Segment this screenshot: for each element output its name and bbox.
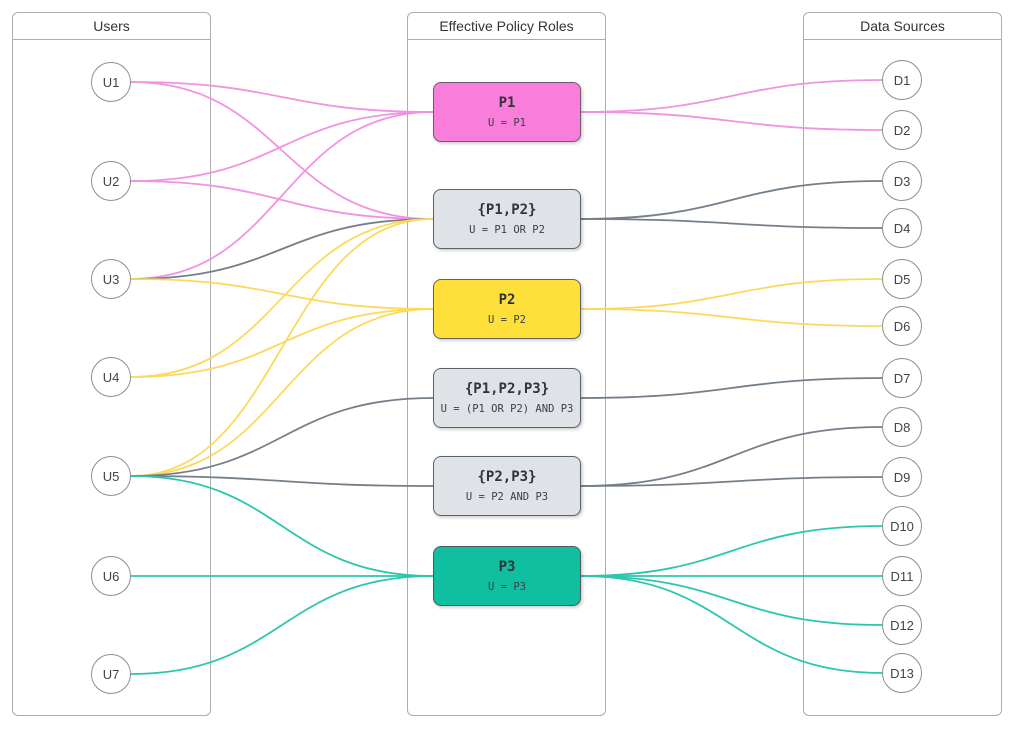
edge-u1-p1[interactable] <box>130 81 434 113</box>
user-node-label: U3 <box>102 271 120 287</box>
role-node-expression: U = P2 AND P3 <box>465 490 549 503</box>
role-node-label: {P1,P2} <box>477 201 537 218</box>
source-node-label: D12 <box>890 617 914 633</box>
role-node-p2[interactable]: P2 U = P2 <box>433 279 581 339</box>
role-node-p2p3[interactable]: {P2,P3} U = P2 AND P3 <box>433 456 581 516</box>
edge-u2-p1[interactable] <box>130 111 434 182</box>
source-node-d12[interactable]: D12 <box>882 605 922 645</box>
edge-u5-p2[interactable] <box>130 308 434 477</box>
edge-p1-d1[interactable] <box>580 79 883 113</box>
source-node-d9[interactable]: D9 <box>882 457 922 497</box>
user-node-u6[interactable]: U6 <box>91 556 131 596</box>
user-node-label: U1 <box>102 74 120 90</box>
source-node-label: D5 <box>893 271 911 287</box>
user-node-u2[interactable]: U2 <box>91 161 131 201</box>
user-node-u5[interactable]: U5 <box>91 456 131 496</box>
edge-p3-d10[interactable] <box>580 525 883 577</box>
edge-u4-p2[interactable] <box>130 308 434 378</box>
source-node-d7[interactable]: D7 <box>882 358 922 398</box>
edge-p1p2p3-d7[interactable] <box>580 377 883 399</box>
source-node-d5[interactable]: D5 <box>882 259 922 299</box>
source-node-label: D4 <box>893 220 911 236</box>
user-node-label: U4 <box>102 369 120 385</box>
source-node-d11[interactable]: D11 <box>882 556 922 596</box>
source-node-label: D6 <box>893 318 911 334</box>
role-node-expression: U = (P1 OR P2) AND P3 <box>440 402 574 415</box>
role-node-label: {P2,P3} <box>477 468 537 485</box>
user-node-label: U2 <box>102 173 120 189</box>
source-node-label: D11 <box>890 568 914 584</box>
edge-p3-d13[interactable] <box>580 575 883 674</box>
source-node-d1[interactable]: D1 <box>882 60 922 100</box>
edge-p1-d2[interactable] <box>580 111 883 131</box>
role-node-expression: U = P3 <box>488 580 526 593</box>
source-node-d3[interactable]: D3 <box>882 161 922 201</box>
source-node-d8[interactable]: D8 <box>882 407 922 447</box>
edge-p1p2-d3[interactable] <box>580 180 883 220</box>
role-node-expression: U = P2 <box>488 313 526 326</box>
edge-u5-p1p2p3[interactable] <box>130 397 434 477</box>
edge-p2-d6[interactable] <box>580 308 883 327</box>
source-node-label: D2 <box>893 122 911 138</box>
role-node-expression: U = P1 OR P2 <box>469 223 545 236</box>
role-node-p1p2[interactable]: {P1,P2} U = P1 OR P2 <box>433 189 581 249</box>
user-node-label: U7 <box>102 666 120 682</box>
sources-panel-title: Data Sources <box>804 13 1001 40</box>
source-node-d4[interactable]: D4 <box>882 208 922 248</box>
role-node-label: {P1,P2,P3} <box>464 380 550 397</box>
edge-u7-p3[interactable] <box>130 575 434 675</box>
user-node-u3[interactable]: U3 <box>91 259 131 299</box>
edge-u5-p3[interactable] <box>130 475 434 577</box>
roles-panel-title: Effective Policy Roles <box>408 13 605 40</box>
source-node-label: D9 <box>893 469 911 485</box>
user-node-u1[interactable]: U1 <box>91 62 131 102</box>
role-node-label: P3 <box>498 558 516 575</box>
edge-p2p3-d9[interactable] <box>580 476 883 487</box>
edge-u3-p2[interactable] <box>130 278 434 310</box>
edge-p1p2-d4[interactable] <box>580 218 883 229</box>
source-node-label: D8 <box>893 419 911 435</box>
role-node-label: P2 <box>498 291 516 308</box>
edge-p3-d12[interactable] <box>580 575 883 626</box>
role-node-p1p2p3[interactable]: {P1,P2,P3} U = (P1 OR P2) AND P3 <box>433 368 581 428</box>
source-node-d6[interactable]: D6 <box>882 306 922 346</box>
role-node-p3[interactable]: P3 U = P3 <box>433 546 581 606</box>
source-node-d10[interactable]: D10 <box>882 506 922 546</box>
users-panel-title: Users <box>13 13 210 40</box>
user-node-u4[interactable]: U4 <box>91 357 131 397</box>
edge-u5-p1p2[interactable] <box>130 218 434 477</box>
role-node-label: P1 <box>498 94 516 111</box>
edge-u5-p2p3[interactable] <box>130 475 434 487</box>
edge-p2-d5[interactable] <box>580 278 883 310</box>
user-node-u7[interactable]: U7 <box>91 654 131 694</box>
role-node-expression: U = P1 <box>488 116 526 129</box>
source-node-label: D1 <box>893 72 911 88</box>
source-node-label: D10 <box>890 518 914 534</box>
user-node-label: U6 <box>102 568 120 584</box>
edge-u1-p1p2[interactable] <box>130 81 434 220</box>
edge-u3-p1p2[interactable] <box>130 218 434 280</box>
user-node-label: U5 <box>102 468 120 484</box>
source-node-label: D3 <box>893 173 911 189</box>
role-node-p1[interactable]: P1 U = P1 <box>433 82 581 142</box>
edge-p2p3-d8[interactable] <box>580 426 883 487</box>
edge-u3-p1[interactable] <box>130 111 434 280</box>
source-node-label: D13 <box>890 665 914 681</box>
source-node-d2[interactable]: D2 <box>882 110 922 150</box>
source-node-d13[interactable]: D13 <box>882 653 922 693</box>
source-node-label: D7 <box>893 370 911 386</box>
edge-u2-p1p2[interactable] <box>130 180 434 220</box>
edge-u4-p1p2[interactable] <box>130 218 434 378</box>
